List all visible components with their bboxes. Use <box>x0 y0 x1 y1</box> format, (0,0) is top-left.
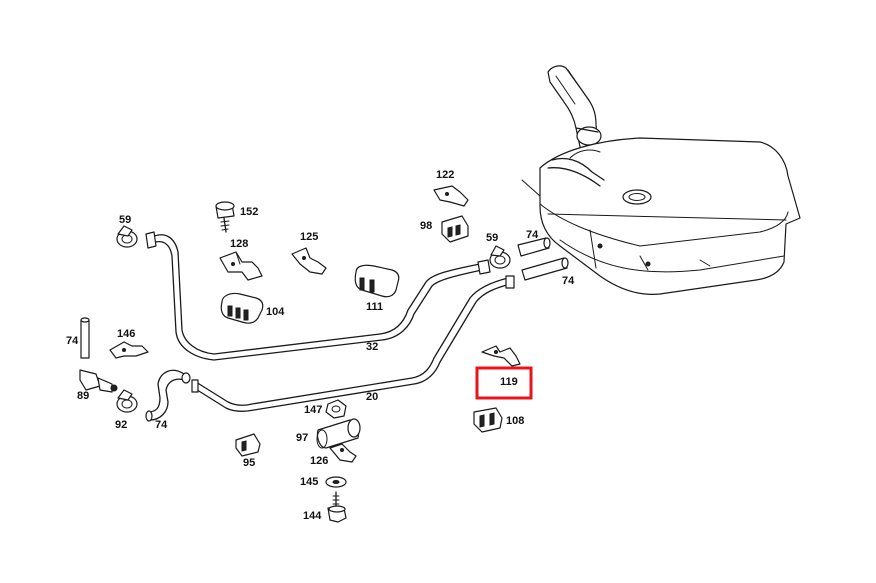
label-part-111: 111 <box>366 301 383 313</box>
label-part-145: 145 <box>300 476 318 488</box>
nut-147 <box>325 399 347 419</box>
bracket-146 <box>109 341 149 359</box>
part-labels: 122 152 59 125 98 59 74 128 111 104 74 1… <box>66 169 575 522</box>
label-part-108: 108 <box>506 415 524 427</box>
bolt-144 <box>327 491 347 523</box>
label-part-125: 125 <box>300 231 318 243</box>
label-part-89: 89 <box>77 390 89 402</box>
clip-95 <box>235 433 261 457</box>
fuel-line-32 <box>145 231 491 361</box>
label-part-128: 128 <box>230 238 248 250</box>
label-part-146: 146 <box>117 328 135 340</box>
hose-74-lower <box>521 257 569 281</box>
label-part-126: 126 <box>310 455 328 467</box>
label-part-98: 98 <box>420 220 432 232</box>
label-part-147: 147 <box>304 404 322 416</box>
label-part-95: 95 <box>243 457 255 469</box>
fuel-tank <box>521 65 801 295</box>
fuel-line-20 <box>191 275 515 412</box>
bracket-125 <box>291 247 327 275</box>
label-part-152: 152 <box>240 206 258 218</box>
label-part-97: 97 <box>296 432 308 444</box>
label-part-74-upper: 74 <box>526 229 539 241</box>
screw-152 <box>215 201 235 233</box>
highlight-box-part-119 <box>475 366 533 400</box>
label-part-74-bent: 74 <box>155 419 168 431</box>
clip-111 <box>354 264 400 298</box>
bracket-128 <box>219 251 263 281</box>
clamp-92 <box>116 389 138 413</box>
label-part-20: 20 <box>366 391 378 403</box>
label-part-32: 32 <box>366 341 378 353</box>
label-part-74-straight: 74 <box>66 335 79 347</box>
clip-108 <box>473 407 503 433</box>
filter-97 <box>316 418 361 449</box>
hose-74-straight <box>80 317 90 359</box>
clip-98 <box>441 215 469 243</box>
label-part-104: 104 <box>266 306 285 318</box>
bracket-119 <box>481 345 521 367</box>
clamp-59-right <box>489 245 511 269</box>
clamp-59-left <box>116 225 138 248</box>
bracket-122 <box>433 185 469 207</box>
valve-89 <box>79 369 118 393</box>
label-part-59-left: 59 <box>119 214 131 226</box>
washer-145 <box>325 476 347 488</box>
label-part-122: 122 <box>436 169 454 181</box>
label-part-119: 119 <box>500 376 518 388</box>
label-part-74-lower: 74 <box>562 275 575 287</box>
label-part-92: 92 <box>115 419 127 431</box>
label-part-144: 144 <box>303 510 322 522</box>
hose-74-upper <box>517 237 551 257</box>
clip-104 <box>220 292 264 324</box>
bracket-126 <box>329 443 357 463</box>
label-part-59-right: 59 <box>486 232 498 244</box>
hose-74-bent <box>145 369 191 422</box>
